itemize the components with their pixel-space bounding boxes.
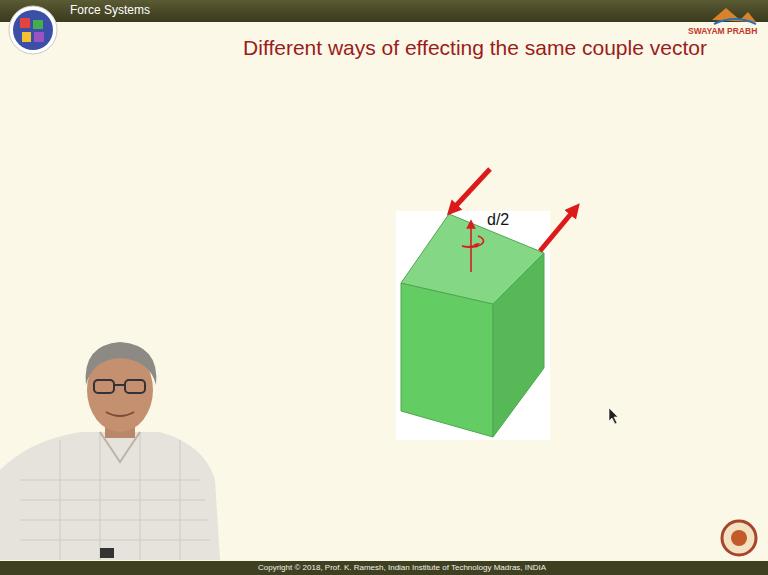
slide-title: Different ways of effecting the same cou… <box>190 36 760 60</box>
rotation-arrow-head <box>474 243 480 248</box>
force-arrow <box>452 169 490 210</box>
logo-disc <box>13 10 53 50</box>
cube-top-face <box>401 214 544 304</box>
header-bar <box>0 0 768 22</box>
logo-emblem <box>714 19 756 24</box>
logo-tile <box>33 20 43 29</box>
presenter-glasses <box>94 380 114 393</box>
presenter-shirt <box>0 432 220 560</box>
header-text: Force Systems <box>70 4 150 18</box>
mouse-cursor <box>609 408 618 424</box>
institute-emblem <box>731 530 747 546</box>
dimension-label: d/2 <box>487 211 509 229</box>
logo-text: SWAYAM PRABH <box>688 27 757 37</box>
cube-front-face <box>401 283 493 437</box>
footer-bar <box>0 561 768 575</box>
shirt-check <box>20 432 210 560</box>
presenter-glasses <box>114 384 125 386</box>
rotation-arc <box>462 236 483 247</box>
copyright-text: Copyright © 2018, Prof. K. Ramesh, India… <box>258 563 546 572</box>
institute-emblem <box>722 521 756 555</box>
cube-background <box>396 211 550 440</box>
logo-tile <box>20 18 30 28</box>
presenter-hair <box>86 342 157 385</box>
logo-tile <box>22 32 31 42</box>
logo-tile <box>34 32 44 42</box>
force-arrow <box>540 209 575 251</box>
presenter-mouth <box>106 412 134 416</box>
logo-ring <box>9 6 57 54</box>
presenter-glasses <box>125 380 145 393</box>
microphone <box>100 548 114 558</box>
